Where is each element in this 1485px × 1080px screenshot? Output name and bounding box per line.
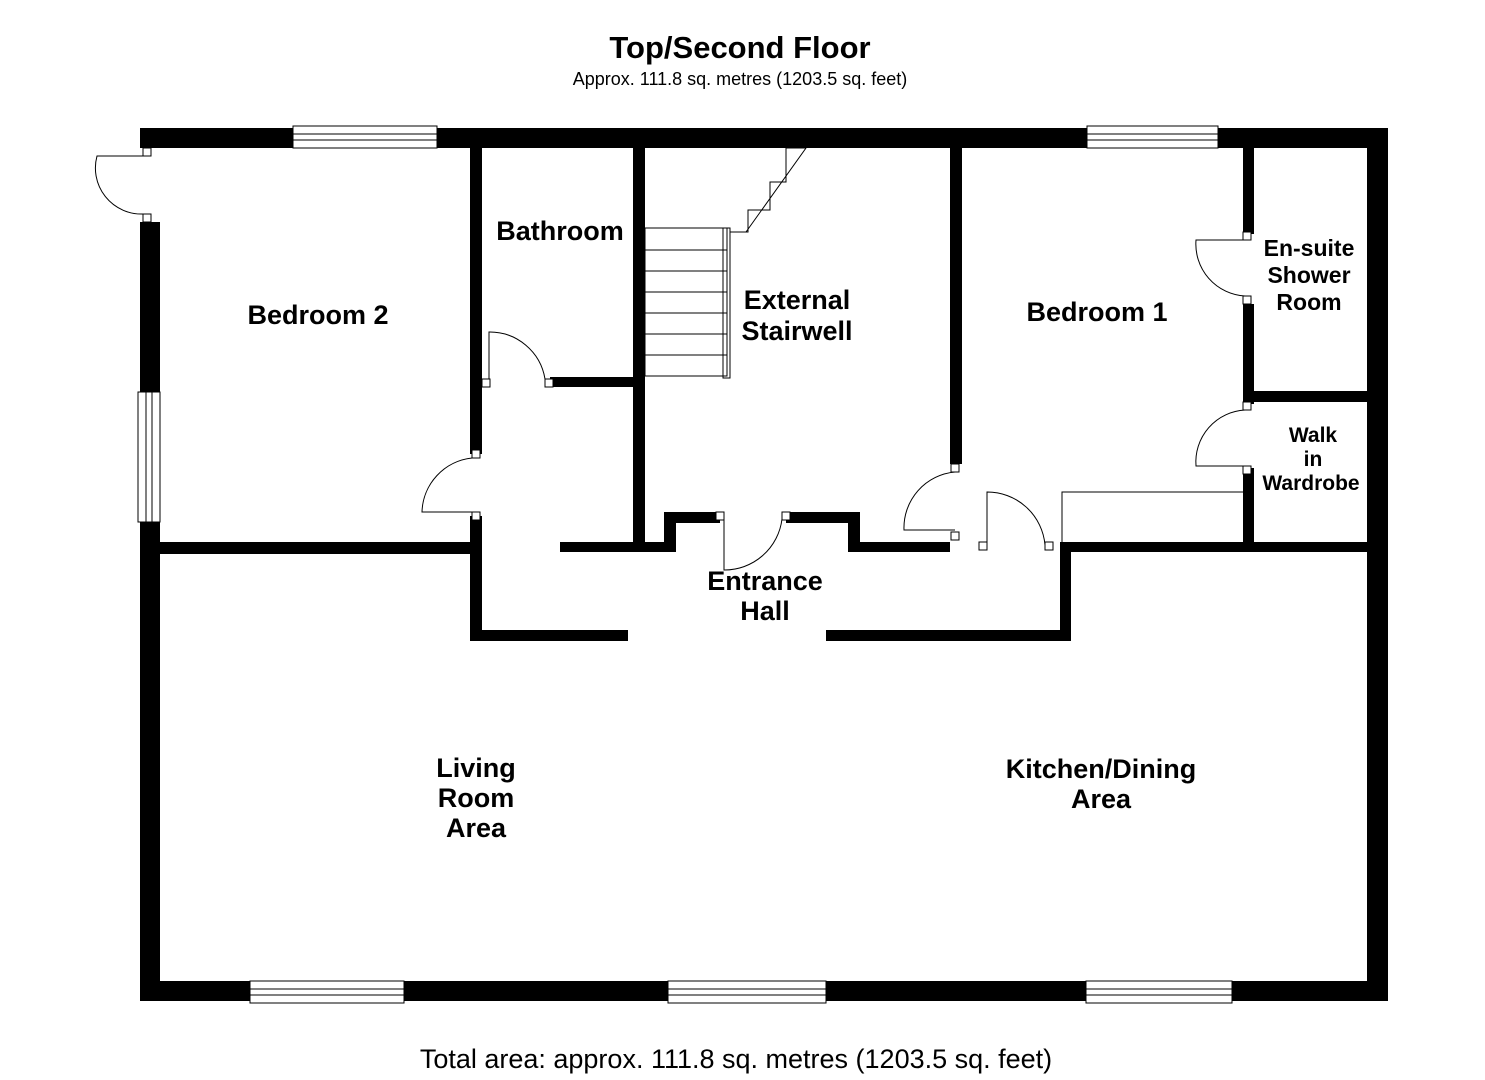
door — [1195, 231, 1252, 305]
window — [249, 980, 405, 1004]
window — [292, 125, 438, 149]
room-label-ensuite: En-suite Shower Room — [1264, 235, 1355, 315]
outer-walls — [140, 128, 1388, 1001]
svg-text:Shower: Shower — [1267, 262, 1350, 288]
staircase — [644, 147, 807, 379]
door — [978, 491, 1054, 551]
door — [715, 511, 791, 571]
svg-text:Walk: Walk — [1289, 424, 1338, 447]
svg-text:Room: Room — [1276, 289, 1341, 315]
svg-text:in: in — [1304, 448, 1323, 471]
room-label-bathroom: Bathroom — [496, 216, 624, 246]
door — [94, 147, 152, 223]
svg-text:Room: Room — [438, 783, 515, 813]
room-label-living-room: Living Room Area — [436, 753, 516, 843]
total-area: Total area: approx. 111.8 sq. metres (12… — [420, 1044, 1052, 1074]
svg-text:Area: Area — [446, 813, 507, 843]
plan-subtitle: Approx. 111.8 sq. metres (1203.5 sq. fee… — [573, 69, 908, 89]
door — [903, 463, 960, 541]
door — [421, 449, 481, 521]
room-label-entrance-hall: Entrance Hall — [707, 566, 823, 626]
interior-walls — [160, 148, 1367, 641]
room-label-kitchen: Kitchen/Dining Area — [1006, 754, 1197, 814]
plan-title: Top/Second Floor — [609, 30, 870, 65]
wardrobe-unit — [1061, 491, 1243, 542]
svg-text:Entrance: Entrance — [707, 566, 823, 596]
door — [481, 331, 554, 388]
room-label-bedroom-1: Bedroom 1 — [1026, 297, 1167, 327]
room-label-bedroom-2: Bedroom 2 — [247, 300, 388, 330]
svg-text:External: External — [744, 285, 851, 315]
window — [667, 980, 827, 1004]
svg-text:Wardrobe: Wardrobe — [1262, 472, 1359, 495]
window — [137, 391, 161, 523]
svg-text:Area: Area — [1071, 784, 1132, 814]
svg-text:Kitchen/Dining: Kitchen/Dining — [1006, 754, 1197, 784]
svg-text:En-suite: En-suite — [1264, 235, 1355, 261]
door — [1195, 401, 1252, 475]
room-label-stairwell: External Stairwell — [741, 285, 852, 346]
window — [1085, 980, 1233, 1004]
svg-text:Hall: Hall — [740, 596, 790, 626]
window — [1086, 125, 1219, 149]
room-label-wardrobe: Walk in Wardrobe — [1262, 424, 1359, 495]
svg-text:Stairwell: Stairwell — [741, 316, 852, 346]
svg-text:Living: Living — [436, 753, 516, 783]
